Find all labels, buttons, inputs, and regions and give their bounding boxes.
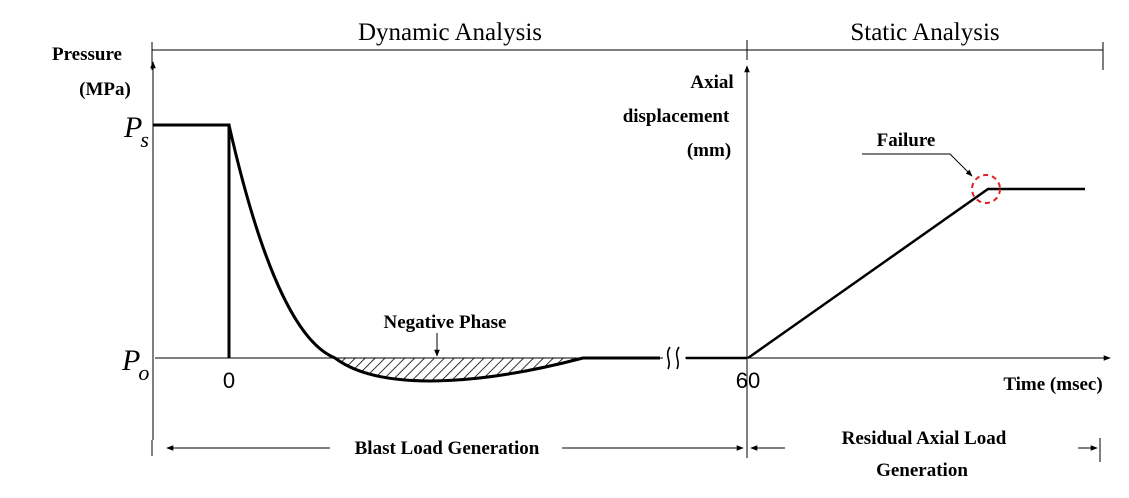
displacement-curve [747,187,1085,360]
failure-pointer-arrow [862,153,973,177]
displacement-axis-label-1: Axial [690,72,733,93]
time-axis-label: Time (msec) [1003,374,1102,395]
residual-load-label-2: Generation [876,460,968,481]
displacement-axis-label-2: displacement [623,106,730,127]
pressure-axis-label: Pressure [52,44,122,65]
pressure-axis-unit: (MPa) [79,79,131,100]
displacement-axis-unit: (mm) [687,140,731,161]
ps-symbol: Ps [123,111,149,152]
dynamic-analysis-title: Dynamic Analysis [358,19,542,46]
blast-load-generation-label: Blast Load Generation [355,438,540,459]
tick-zero: 0 [223,368,235,393]
residual-load-label-1: Residual Axial Load [842,428,1007,449]
static-analysis-title: Static Analysis [850,19,999,46]
failure-marker [971,174,1001,204]
axis-break-icon [663,346,685,370]
blast-pressure-curve [227,124,660,383]
failure-label: Failure [877,130,936,151]
negative-phase-label: Negative Phase [384,312,507,333]
pressure-peak-line [153,123,231,358]
po-symbol: Po [121,344,149,385]
tick-sixty: 60 [736,368,760,393]
negative-phase-area [335,358,583,381]
